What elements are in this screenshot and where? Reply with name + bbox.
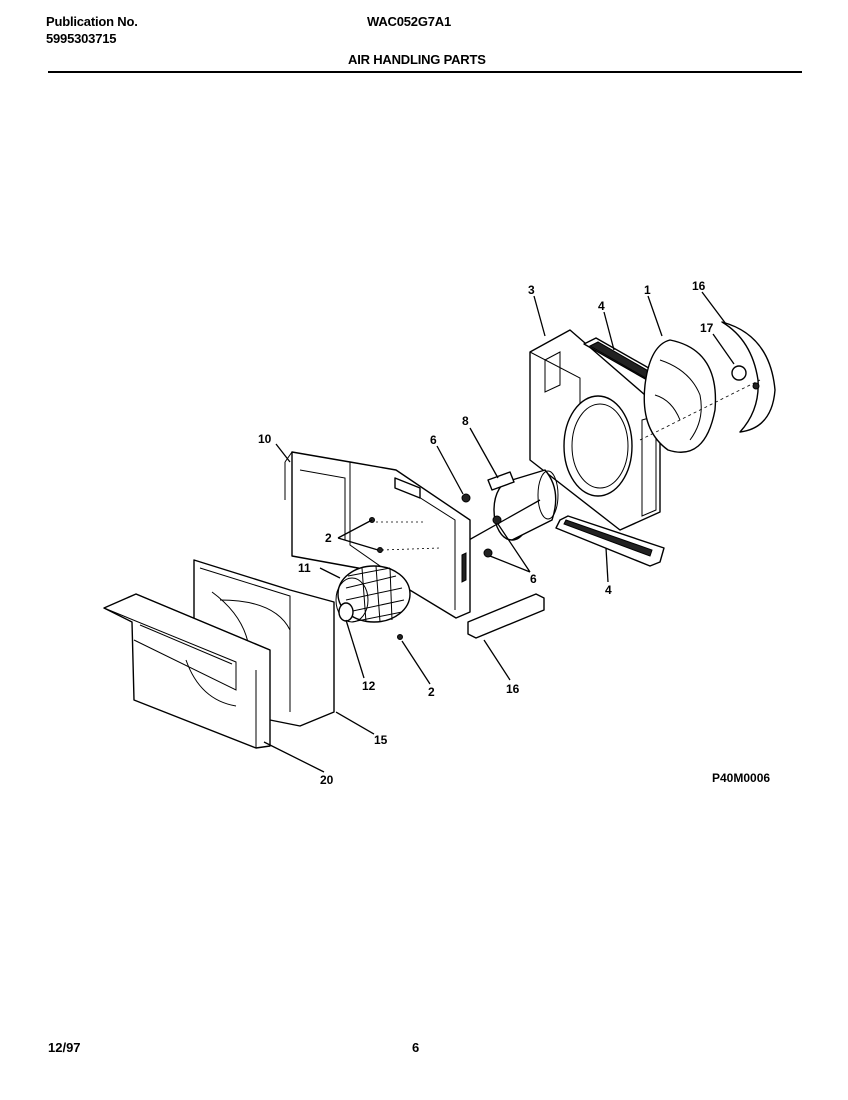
publication-number: 5995303715 <box>46 31 117 46</box>
orifice-shroud-part-3 <box>529 329 661 531</box>
scroll-part-10 <box>284 451 471 619</box>
callout-16-lower: 16 <box>506 682 520 696</box>
callout-11: 11 <box>298 561 311 575</box>
mounting-hardware-part-6 <box>461 493 502 558</box>
model-number: WAC052G7A1 <box>367 14 451 29</box>
leader-lines <box>263 291 735 773</box>
clamp-part-17 <box>639 365 761 441</box>
front-panel-part-20 <box>103 593 271 749</box>
slinger-part-16-lower <box>467 593 545 639</box>
page-number: 6 <box>412 1040 420 1055</box>
callout-6-lower: 6 <box>530 572 537 586</box>
callout-15: 15 <box>374 733 388 747</box>
callout-17: 17 <box>700 321 714 335</box>
callout-12: 12 <box>362 679 376 693</box>
callout-4-lower: 4 <box>605 583 612 597</box>
support-rail-part-4-lower <box>555 515 665 567</box>
publication-label: Publication No. <box>46 14 138 29</box>
callout-6-upper: 6 <box>430 433 437 447</box>
callout-16-upper: 16 <box>692 279 706 293</box>
callout-labels: 3 4 1 16 17 8 6 10 2 11 6 4 12 2 16 15 2… <box>258 279 770 787</box>
fan-blade-part-1 <box>643 339 717 453</box>
blower-wheel-part-11 <box>335 565 411 623</box>
callout-20: 20 <box>320 773 334 787</box>
callout-3: 3 <box>528 283 535 297</box>
callout-2-upper: 2 <box>325 531 332 545</box>
callout-1: 1 <box>644 283 651 297</box>
header-rule <box>48 71 802 73</box>
footer-date: 12/97 <box>48 1040 81 1055</box>
callout-2-lower: 2 <box>428 685 435 699</box>
slinger-ring-part-16-upper <box>721 321 776 433</box>
callout-10: 10 <box>258 432 272 446</box>
drawing-code: P40M0006 <box>712 771 770 785</box>
callout-8: 8 <box>462 414 469 428</box>
callout-4-upper: 4 <box>598 299 605 313</box>
section-title: AIR HANDLING PARTS <box>348 52 486 67</box>
motor-part-8 <box>459 469 559 546</box>
